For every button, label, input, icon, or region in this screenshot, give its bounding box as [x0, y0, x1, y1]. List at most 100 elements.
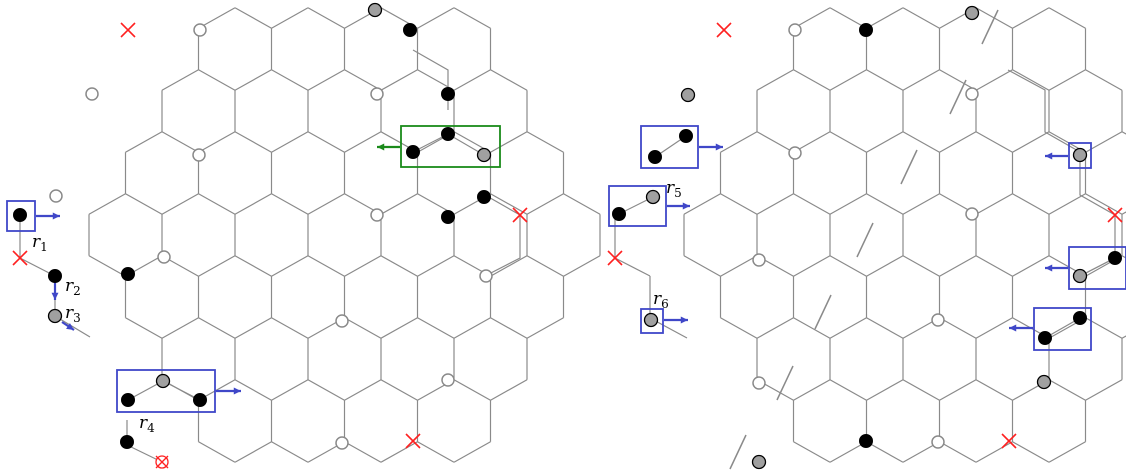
empty-node	[441, 373, 455, 387]
cross-mark	[1107, 207, 1123, 223]
cross-mark	[120, 22, 136, 38]
lattice-edge	[344, 255, 382, 277]
lattice-edge	[271, 7, 309, 29]
lattice-edge	[866, 255, 904, 277]
label-r3: r3	[65, 303, 81, 325]
robot-gray	[367, 2, 383, 18]
empty-node	[335, 436, 349, 450]
lattice-edge	[417, 7, 455, 29]
robot-gray	[155, 373, 171, 389]
blue-box-right-4	[1033, 307, 1092, 351]
lattice-edge	[271, 255, 309, 277]
lattice-edge	[829, 317, 867, 339]
lattice-edge	[975, 193, 1013, 215]
lattice-edge	[380, 317, 418, 339]
lattice-edge	[1012, 193, 1050, 215]
lattice-edge	[975, 441, 1013, 463]
arrow-head	[52, 212, 60, 220]
lattice-edge	[271, 131, 309, 153]
cross-mark	[405, 433, 421, 449]
robot-black	[193, 393, 207, 407]
slash-mark	[814, 294, 832, 330]
lattice-edge	[307, 131, 345, 153]
robot-black	[441, 127, 455, 141]
lattice-edge	[720, 317, 758, 339]
lattice-edge	[453, 7, 491, 29]
cross-mark	[12, 250, 28, 266]
lattice-edge	[125, 193, 163, 215]
robot-black	[13, 208, 27, 222]
lattice-edge	[307, 7, 345, 29]
arrow-head	[377, 143, 385, 151]
lattice-edge	[1121, 211, 1126, 215]
left-annotations	[6, 125, 501, 413]
lattice-edge	[1121, 131, 1126, 135]
lattice-edge	[234, 69, 272, 91]
lattice-edge	[417, 255, 455, 277]
lattice-edge	[1012, 69, 1050, 91]
lattice-edge	[939, 379, 977, 401]
lattice-edge	[866, 317, 904, 339]
lattice-edge	[344, 69, 382, 91]
lattice-edge	[866, 193, 904, 215]
lattice-edge	[198, 255, 236, 277]
empty-node	[370, 87, 384, 101]
lattice-edge	[380, 379, 418, 401]
lattice-edge	[380, 193, 418, 215]
lattice-edge	[975, 255, 1013, 277]
blue-box-r5	[608, 185, 667, 227]
lattice-edge	[198, 7, 236, 29]
left-nodes	[12, 2, 528, 469]
lattice-edge	[125, 131, 163, 153]
blue-box-right-2	[1068, 142, 1092, 169]
lattice-edge	[1048, 379, 1086, 401]
lattice-edge	[453, 379, 491, 401]
lattice-edge	[453, 317, 491, 339]
lattice-edge	[829, 69, 867, 91]
arrow-head	[680, 316, 688, 324]
lattice-edge	[563, 255, 601, 277]
blue-box-r4	[116, 369, 216, 413]
lattice-edge	[720, 193, 758, 215]
left-panel: r1 r2 r3 r4	[6, 2, 601, 469]
lattice-edge	[453, 441, 491, 463]
lattice-edge	[161, 317, 199, 339]
lattice-edge	[526, 131, 564, 153]
lattice-edge	[490, 379, 528, 401]
lattice-edge	[271, 379, 309, 401]
lattice-edge	[198, 193, 236, 215]
lattice-edge	[417, 317, 455, 339]
lattice-edge	[344, 131, 382, 153]
robot-black	[679, 129, 693, 143]
robot-gray	[1072, 268, 1088, 284]
lattice-edge	[866, 441, 904, 463]
lattice-edge	[271, 69, 309, 91]
lattice-edge	[198, 69, 236, 91]
lattice-edge	[412, 49, 449, 110]
right-nodes	[607, 5, 1123, 470]
empty-node	[752, 253, 766, 267]
right-annotations	[608, 9, 1126, 470]
robot-gray	[680, 87, 696, 103]
lattice-edge	[380, 255, 418, 277]
lattice-edge	[975, 131, 1013, 153]
lattice-edge	[939, 441, 977, 463]
lattice-edge	[161, 193, 199, 215]
lattice-edge	[829, 193, 867, 215]
lattice-edge	[563, 193, 601, 215]
lattice-edge	[683, 255, 721, 277]
robot-black	[1038, 331, 1052, 345]
lattice-edge	[1048, 7, 1086, 29]
empty-node	[157, 250, 171, 264]
lattice-edge	[484, 194, 521, 277]
lattice-edge	[1085, 69, 1123, 91]
lattice-edge	[756, 193, 794, 215]
robot-black	[120, 435, 134, 449]
slash-mark	[981, 9, 999, 45]
lattice-edge	[344, 317, 382, 339]
lattice-edge	[720, 131, 758, 153]
robot-black	[859, 23, 873, 37]
lattice-edge	[490, 131, 528, 153]
lattice-edge	[125, 317, 163, 339]
slash-mark	[776, 365, 794, 401]
